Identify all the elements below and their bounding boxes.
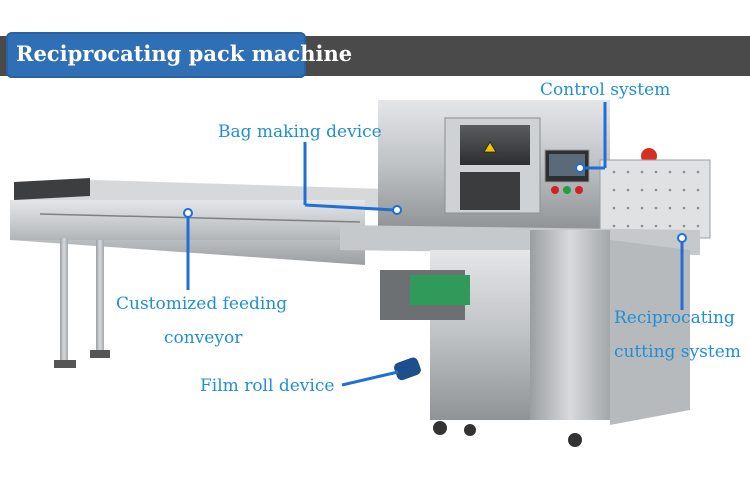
dot-feeding (183, 208, 193, 218)
dot-control (575, 163, 585, 173)
callout-feeding-line1: Customized feeding (116, 294, 288, 314)
title-tab: Reciprocating pack machine (6, 32, 352, 78)
page-title: Reciprocating pack machine (16, 41, 353, 66)
cutting-guard-dots (612, 170, 700, 228)
dot-cutting (677, 233, 687, 243)
callout-cutting-line1: Reciprocating (614, 308, 735, 328)
callout-cutting-line2: cutting system (614, 342, 741, 362)
callout-bag-making: Bag making device (218, 122, 382, 142)
pointer-film-roll (341, 370, 399, 387)
callout-control-system: Control system (540, 80, 671, 100)
machine-body (340, 100, 711, 447)
callout-film-roll: Film roll device (200, 376, 335, 396)
callout-feeding-line2: conveyor (164, 328, 243, 348)
callout-pointers (186, 102, 684, 387)
pointer-dots (183, 163, 687, 243)
dot-bag-making (392, 205, 402, 215)
